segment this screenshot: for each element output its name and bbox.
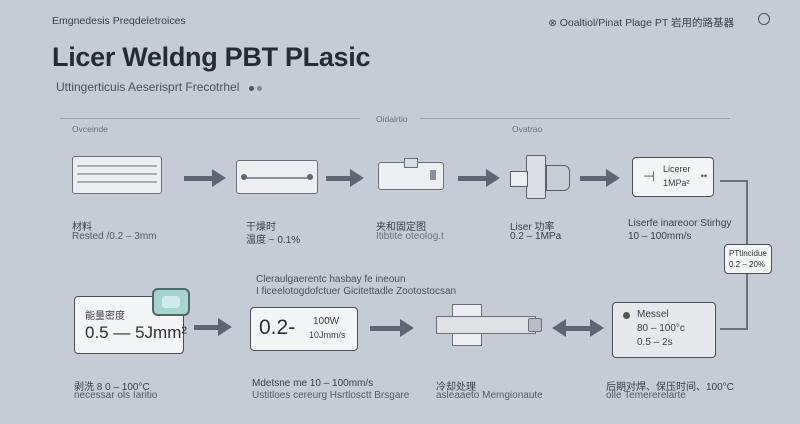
search-icon[interactable]: ⊗ [548, 18, 557, 29]
step-label: 夹和固定图 [376, 222, 426, 233]
dots-icon [257, 86, 263, 91]
connector-line [720, 328, 748, 330]
step-label: 冷却处理 [436, 382, 476, 393]
step-sub: Itibtite oteolog.t [376, 231, 444, 242]
process-note-sub: I ficeelotogdofctuer Gicitettadle Zootos… [256, 286, 457, 297]
tolerance-line1: PTtincidue [729, 249, 767, 258]
drying-plate-icon [236, 160, 318, 194]
card-line: 0.5 – 2s [637, 337, 673, 348]
flow-arrow [184, 169, 226, 187]
laser-beam-icon: ⊣ [643, 168, 656, 184]
step-sub: Ustitloes cereurg Hsrtlosctt Brsgare [252, 390, 410, 401]
step-sub: 0.2 – 1MPa [510, 231, 562, 242]
flow-arrow [370, 319, 414, 337]
card-value-power: 100W [313, 316, 340, 327]
page-subtitle: Uttingerticuis Aeserisprt Frecotrhel [56, 80, 263, 94]
power-speed-card: 0.2- 100W 10Jmm/s [250, 307, 358, 351]
card-title: 能量密度 [85, 311, 125, 322]
step-label: 后期对焊、保压时间、100°C [606, 382, 734, 393]
flow-arrow [326, 169, 364, 187]
card-value: 0.5 — 5Jmm² [85, 323, 188, 342]
card-line: 80 – 100°c [637, 323, 685, 334]
section-label-center: Oidalrtio [376, 114, 408, 124]
tolerance-line2: 0.2 – 20% [729, 260, 766, 269]
page-title: Licer Weldng PBT PLasic [52, 42, 371, 72]
flow-arrow [194, 318, 232, 336]
header-settings-text: ⊗ Ooaltiol/Pinat Plage PT 岩用的路基器 [548, 15, 734, 30]
step-label: Liserfe inareoor Stirhgy [628, 218, 732, 229]
tolerance-box: PTtincidue 0.2 – 20% [724, 244, 772, 274]
step-label: Liser 功率 [510, 222, 555, 233]
material-plate-icon [72, 156, 162, 194]
section-divider [60, 118, 360, 119]
status-dot-icon [623, 312, 630, 319]
step-label: 剥洗 8 0 – 100°C [74, 382, 150, 393]
clamp-fixture-icon [378, 158, 444, 194]
step-label: Mdetsne me 10 – 100mm/s [252, 378, 374, 389]
header-settings-label: Ooaltiol/Pinat Plage PT 岩用的路基器 [559, 17, 734, 29]
step-sub: 10 – 100mm/s [628, 231, 692, 242]
step-sub: olle Temererelarte [606, 390, 686, 401]
subtitle-text: Uttingerticuis Aeserisprt Frecotrhel [56, 80, 240, 94]
post-hold-card: Messel 80 – 100°c 0.5 – 2s [612, 302, 716, 358]
header-breadcrumb: Emgnedesis Preqdeletroices [52, 15, 186, 27]
card-value-speed: 10Jmm/s [309, 330, 346, 340]
step-sub: Rested /0.2 – 3mm [72, 231, 157, 242]
card-line: 1MPa² [663, 178, 690, 188]
more-icon: •• [700, 171, 707, 181]
step-sub: asleaaeto Memgionaute [436, 390, 543, 401]
card-line: Licerer [663, 164, 691, 174]
card-value: 0.2- [259, 316, 296, 339]
step-label: 干燥时 [246, 222, 276, 233]
step-sub: 温度 ~ 0.1% [246, 235, 301, 246]
section-divider [420, 118, 730, 119]
material-cube-icon [152, 288, 190, 316]
bidirectional-arrow [552, 319, 604, 337]
section-label-right: Ovatrao [512, 124, 543, 134]
connector-line [720, 180, 748, 182]
flow-arrow [458, 169, 500, 187]
cooling-press-icon [436, 304, 548, 346]
section-label-left: Ovceinde [72, 124, 108, 134]
laser-head-icon [510, 155, 574, 199]
dots-icon [248, 86, 254, 91]
laser-parameter-card: Licerer 1MPa² ⊣ •• [632, 157, 714, 197]
card-title: Messel [637, 309, 669, 320]
step-sub: necessar ols Iaritio [74, 390, 158, 401]
flow-arrow [580, 169, 620, 187]
user-circle-icon[interactable] [758, 13, 770, 25]
process-note: Cleraulgaerentc hasbay fe ineoun [256, 274, 406, 285]
step-label: 材料 [72, 222, 92, 233]
